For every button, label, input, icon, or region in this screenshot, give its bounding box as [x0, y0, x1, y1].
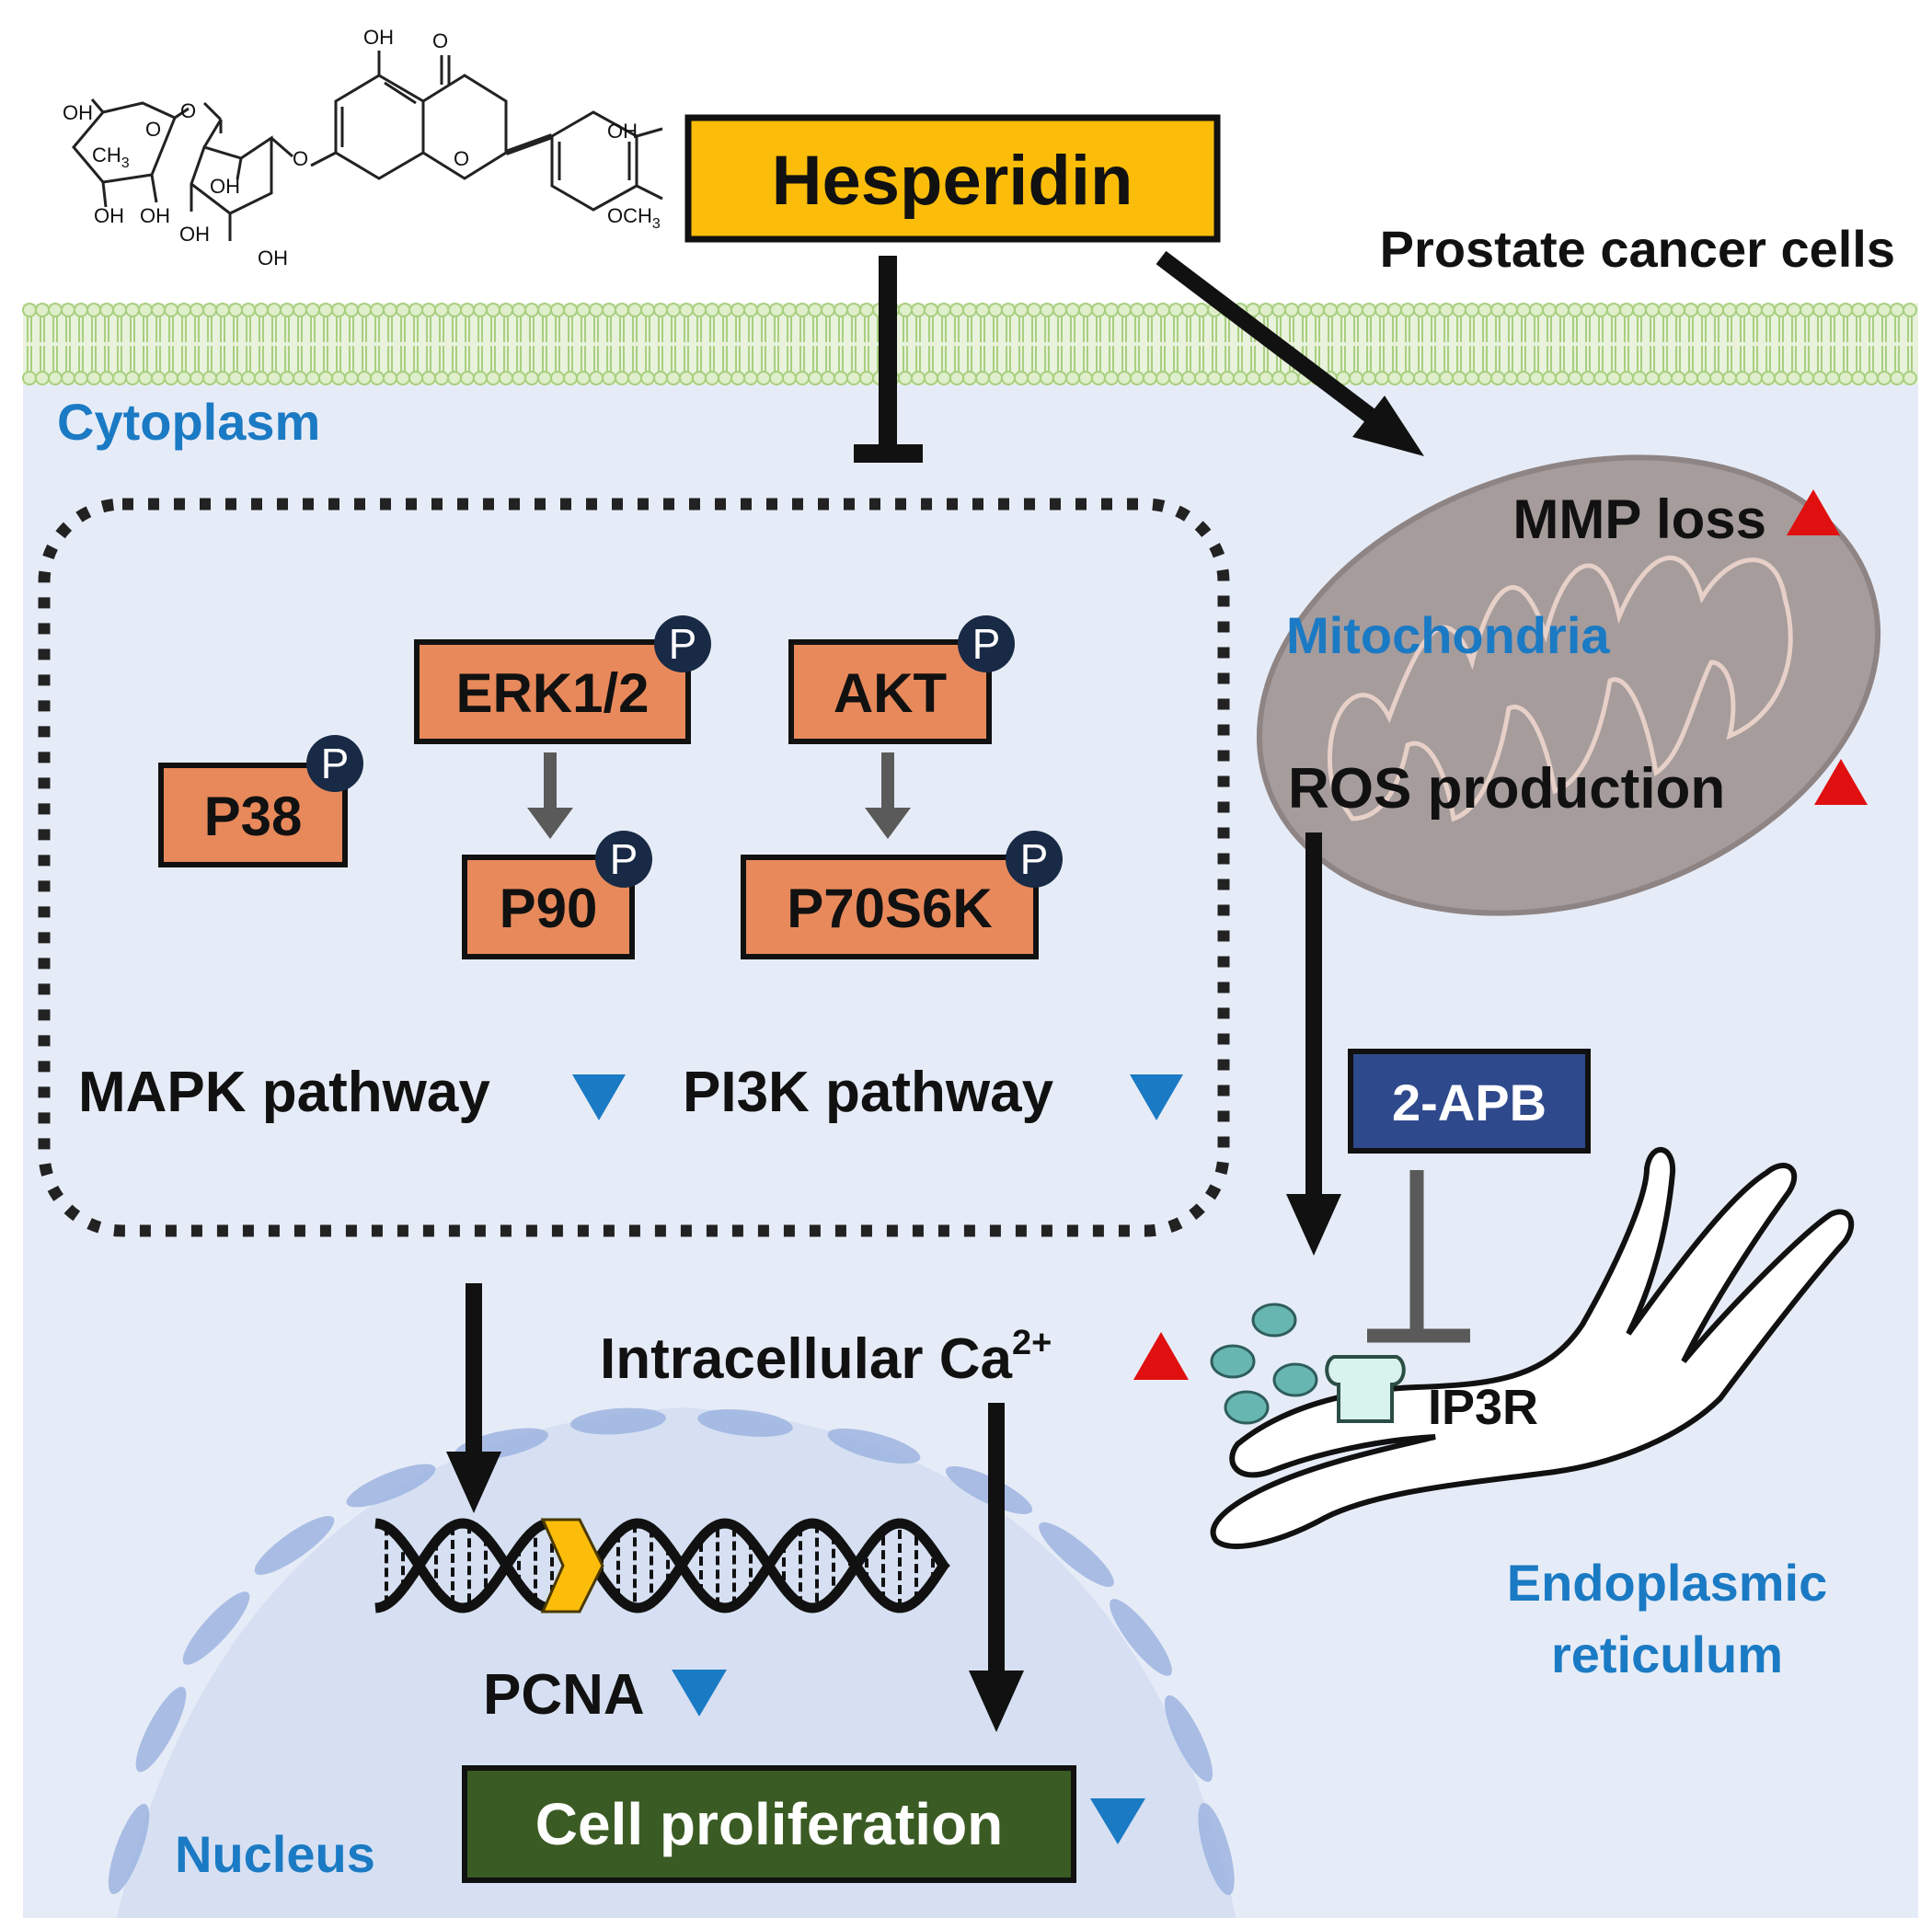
cell-proliferation-label: Cell proliferation	[535, 1791, 1004, 1857]
erk12-box	[414, 639, 691, 744]
p70s6k-label: P70S6K	[787, 878, 992, 939]
p70s6k-phospho-label: P	[1020, 835, 1049, 883]
oh-label-glucose-3: OH	[258, 247, 288, 270]
endoplasmic-reticulum	[1210, 1147, 1855, 1549]
methyl-label: CH3	[92, 144, 130, 171]
2-apb-label: 2-APB	[1392, 1074, 1547, 1131]
mapk-pathway-label: MAPK pathway	[78, 1061, 490, 1124]
er-label-line1: Endoplasmic	[1507, 1554, 1828, 1612]
ros-production-label: ROS production	[1288, 757, 1725, 821]
hesperidin-structure	[72, 51, 663, 241]
proliferation-decrease-icon	[1090, 1798, 1145, 1844]
hesperidin-to-mitochondria-arrow	[1156, 250, 1424, 456]
p90-phospho-label: P	[610, 835, 638, 883]
mitochondria-label: Mitochondria	[1286, 606, 1610, 664]
cell-proliferation-box	[462, 1765, 1076, 1883]
ip3r-receptor	[1325, 1355, 1406, 1423]
oh-label-rhamnose-2: OH	[94, 204, 124, 227]
erk12-node: ERK1/2 P	[414, 615, 711, 744]
mmp-loss-label: MMP loss	[1512, 488, 1766, 550]
akt-node: AKT P	[788, 615, 1015, 744]
ring-o-label: O	[454, 147, 469, 170]
ros-to-calcium-arrow	[1286, 832, 1341, 1256]
erk12-phospho-label: P	[669, 620, 697, 668]
methoxy-label: OCH3	[607, 204, 661, 232]
p70s6k-node: P70S6K P	[741, 831, 1063, 959]
bridge-o-label: O	[180, 99, 196, 122]
oh-label-top: OH	[363, 26, 394, 49]
cytoplasm-label: Cytoplasm	[57, 393, 320, 451]
akt-phospho-icon: P	[958, 615, 1015, 672]
pcna-marker-chevron	[540, 1518, 604, 1613]
calcium-increase-icon	[1133, 1332, 1189, 1380]
pathway-to-dna-arrow	[446, 1283, 501, 1513]
pi3k-pathway-label: PI3K pathway	[683, 1061, 1054, 1124]
ros-increase-icon	[1814, 759, 1868, 805]
ketone-o-label: O	[432, 29, 448, 52]
rhamnose-o-label: O	[145, 118, 161, 141]
calcium-ion	[1272, 1362, 1318, 1397]
oh-label-rhamnose-1: OH	[63, 101, 93, 124]
p70s6k-phospho-icon: P	[1006, 831, 1063, 888]
calcium-ion	[1224, 1390, 1270, 1425]
glycoside-o-label: O	[293, 147, 308, 170]
oh-label-b-ring: OH	[607, 120, 638, 143]
dna-strand	[374, 1518, 950, 1613]
akt-phospho-label: P	[972, 620, 1001, 668]
signaling-pathway-box	[38, 498, 1230, 1237]
calcium-ion	[1210, 1344, 1256, 1379]
erk-to-p90-arrow	[527, 752, 573, 839]
hesperidin-box	[684, 114, 1221, 243]
mmp-increase-icon	[1787, 489, 1840, 535]
nucleus-label: Nucleus	[175, 1825, 375, 1883]
calcium-to-proliferation-arrow	[969, 1403, 1024, 1732]
calcium-ions	[1210, 1303, 1318, 1425]
calcium-ion	[1251, 1303, 1297, 1338]
nuclear-envelope	[108, 1407, 1235, 1896]
2-apb-box	[1348, 1049, 1591, 1154]
erk12-label: ERK1/2	[455, 662, 649, 724]
pi3k-decrease-icon	[1130, 1074, 1183, 1120]
pcna-label: PCNA	[483, 1663, 645, 1727]
p38-label: P38	[204, 786, 303, 847]
mapk-decrease-icon	[572, 1074, 626, 1120]
calcium-label: Intracellular Ca2+	[600, 1324, 1052, 1391]
p70s6k-box	[741, 855, 1039, 959]
2-apb-inhibit-arrow	[1367, 1170, 1470, 1343]
p38-node: P38 P	[158, 735, 363, 867]
oh-label-glucose-2: OH	[179, 223, 210, 246]
erk12-phospho-icon: P	[654, 615, 711, 672]
cell-type-label: Prostate cancer cells	[1380, 220, 1895, 278]
cell-membrane	[22, 303, 1918, 385]
akt-to-p70-arrow	[865, 752, 911, 839]
oh-label-glucose-1: OH	[210, 175, 240, 198]
ring-a	[334, 74, 425, 180]
hesperidin-label: Hesperidin	[772, 142, 1133, 220]
mitochondria	[1256, 454, 1881, 916]
p90-phospho-icon: P	[595, 831, 652, 888]
akt-label: AKT	[834, 662, 947, 724]
er-label-line2: reticulum	[1551, 1625, 1783, 1683]
akt-box	[788, 639, 992, 744]
p38-phospho-icon: P	[306, 735, 363, 792]
pcna-decrease-icon	[672, 1670, 727, 1717]
dna-strand	[374, 1518, 950, 1613]
ring-c	[422, 74, 508, 180]
oh-label-rhamnose-3: OH	[140, 204, 170, 227]
inhibit-pathways-arrow	[854, 256, 923, 463]
p90-label: P90	[500, 878, 598, 939]
ip3r-label: IP3R	[1428, 1380, 1538, 1435]
p38-phospho-label: P	[321, 740, 350, 787]
